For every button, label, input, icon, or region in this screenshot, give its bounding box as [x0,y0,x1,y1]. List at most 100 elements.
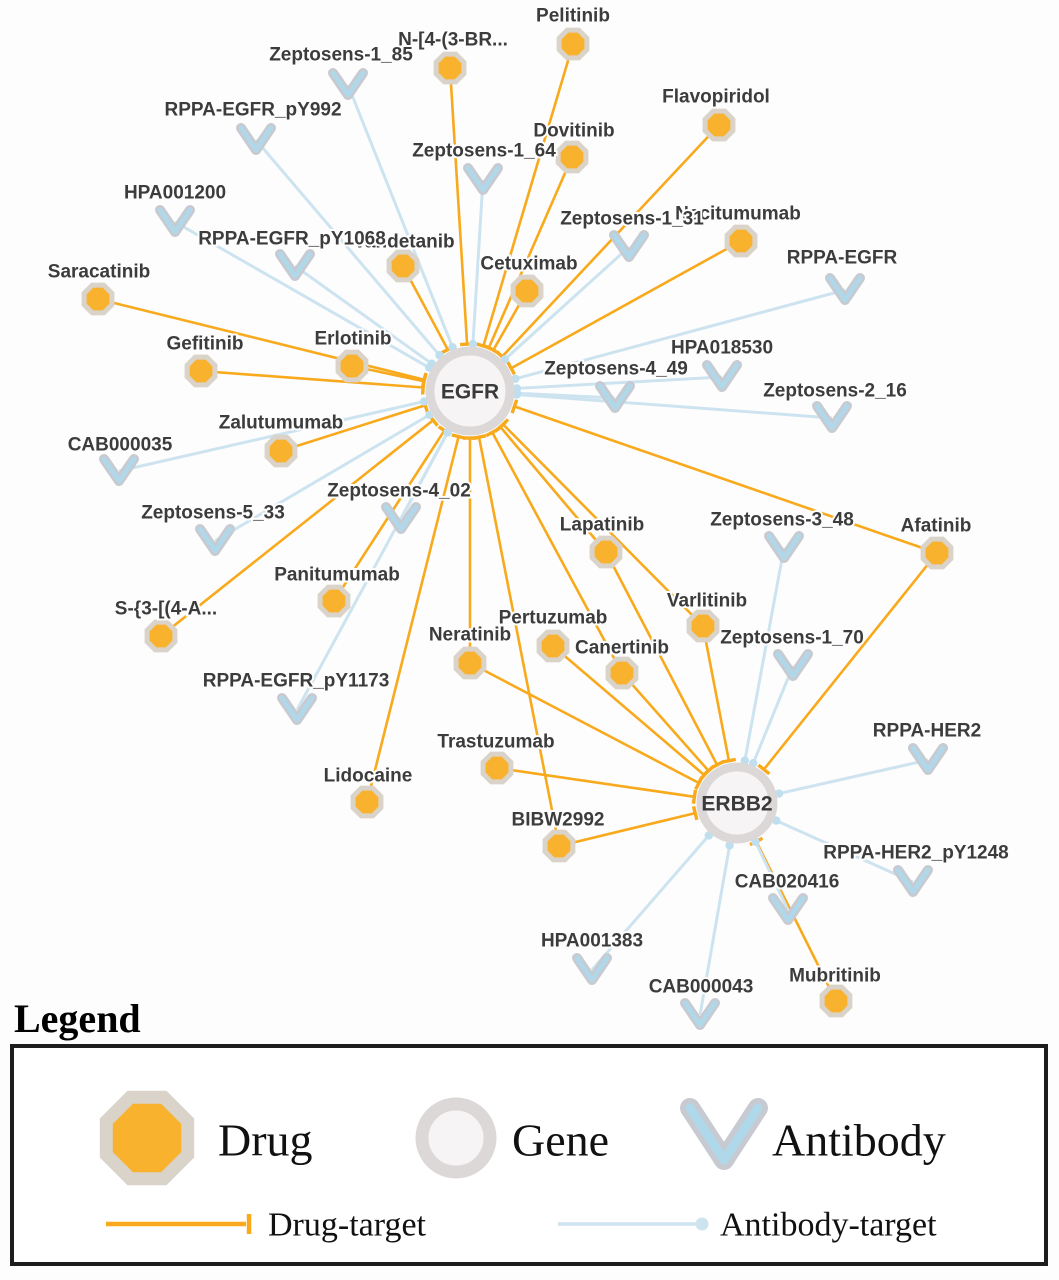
inhibit-tee-marker [702,764,715,777]
drug-label: Varlitinib [667,591,747,612]
inhibit-tee-marker [496,418,510,431]
drug-node[interactable] [335,349,369,383]
drug-node[interactable] [317,584,351,618]
drug-label: Saracatinib [48,262,150,283]
antibody-target-edge [516,392,833,420]
drug-target-edge [499,426,607,553]
inhibit-tee-marker [757,763,771,776]
drug-label: S-{3-[(4-A... [115,599,217,620]
drug-node[interactable] [510,274,544,308]
antibody-target-edge [590,834,710,971]
antibody-node-inner [704,362,740,390]
drug-node[interactable] [350,785,384,819]
drug-target-edge [510,239,742,370]
drug-target-edge [501,124,720,358]
drug-label: Canertinib [575,638,669,659]
antibody-node-inner [770,895,806,923]
antibody-node-inner [814,403,850,431]
drug-node[interactable] [81,282,115,316]
drug-node[interactable] [724,224,758,258]
inhibit-tee-marker [506,361,516,376]
antibody-label: Zeptosens-1_70 [720,628,864,649]
antibody-node-inner [101,456,137,484]
antibody-label: Zeptosens-1_64 [412,141,556,162]
drug-target-edge [491,431,624,674]
antibody-node-inner [895,867,931,895]
gene-node[interactable] [425,346,515,436]
drug-node[interactable] [555,140,589,174]
drug-node[interactable] [453,646,487,680]
drug-target-edge [513,405,938,555]
edge-layer [97,43,939,1016]
drug-target-edge [365,436,460,803]
drug-label: N-[4-(3-BR... [398,30,508,51]
gene-label: ERBB2 [701,793,772,816]
drug-node[interactable] [686,609,720,643]
inhibit-tee-marker [451,433,466,440]
antibody-target-edge [778,758,929,796]
drug-node[interactable] [386,249,420,283]
antibody-label: RPPA-EGFR_pY992 [164,100,341,121]
antibody-label: Zeptosens-1_31 [560,209,704,230]
antibody-label: Zeptosens-4_02 [327,481,471,502]
antibody-node-inner [682,1000,718,1028]
drug-node[interactable] [605,656,639,690]
antibody-target-edge [754,841,790,911]
drug-target-edge [496,766,695,799]
antibody-node-inner [611,232,647,260]
graph-layer: EGFRERBB2PelitinibN-[4-(3-BR...Flavopiri… [46,4,1011,1030]
drug-label: BIBW2992 [512,810,605,831]
inhibit-tee-marker [485,427,500,438]
drug-node[interactable] [819,984,853,1018]
antibody-node-inner [197,526,233,554]
drug-node[interactable] [589,535,623,569]
drug-node[interactable] [264,434,298,468]
drug-target-edge [502,423,704,627]
drug-node[interactable] [480,751,514,785]
drug-label: Cetuximab [480,254,577,275]
drug-label: Mubritinib [789,966,881,987]
antibody-label: RPPA-EGFR [787,248,898,269]
antibody-node-inner [277,251,313,279]
drug-node[interactable] [144,619,178,653]
antibody-label: Zeptosens-2_16 [763,381,907,402]
drug-node[interactable] [702,108,736,142]
antibody-legend-icon-inner [685,1103,763,1165]
antibody-label: Zeptosens-4_49 [544,359,688,380]
antibody-node-inner [279,695,315,723]
gene-node[interactable] [696,762,778,844]
drug-node[interactable] [433,51,467,85]
legend-title: Legend [14,996,141,1041]
antibody-label: RPPA-EGFR_pY1173 [203,671,390,692]
drug-label: Vandetanib [353,232,454,253]
edge-dot-marker [774,789,784,798]
antibody-target-edge [743,547,786,761]
antibody-target-edge [751,665,795,764]
antibody-target-edge [516,375,723,390]
antibody-label: HPA001383 [541,931,643,952]
antibody-target-legend-label: Antibody-target [720,1207,937,1244]
antibody-target-edge [214,413,431,543]
drug-label: Flavopiridol [662,87,770,108]
antibody-target-edge [698,845,732,1016]
drug-node[interactable] [920,536,954,570]
drug-target-edge [280,403,426,453]
inhibit-tee-marker [691,805,699,821]
drug-node[interactable] [542,829,576,863]
drug-node[interactable] [184,354,218,388]
drug-node[interactable] [536,629,570,663]
drug-target-edge [487,156,574,349]
antibody-label: Zeptosens-5_33 [141,503,285,524]
antibody-node-inner [910,745,946,773]
antibody-target-edge [346,84,454,348]
antibody-target-edge [516,391,616,400]
drug-node[interactable] [556,27,590,61]
node-layer [81,27,954,1030]
drug-target-edge [701,625,731,762]
antibody-target-edge [503,245,631,361]
drug-target-legend-label: Drug-target [268,1207,427,1244]
drug-target-edge [604,551,719,766]
antibody-label: CAB000043 [649,977,754,998]
inhibit-tee-marker [510,399,519,414]
antibody-label: RPPA-HER2 [873,721,981,742]
